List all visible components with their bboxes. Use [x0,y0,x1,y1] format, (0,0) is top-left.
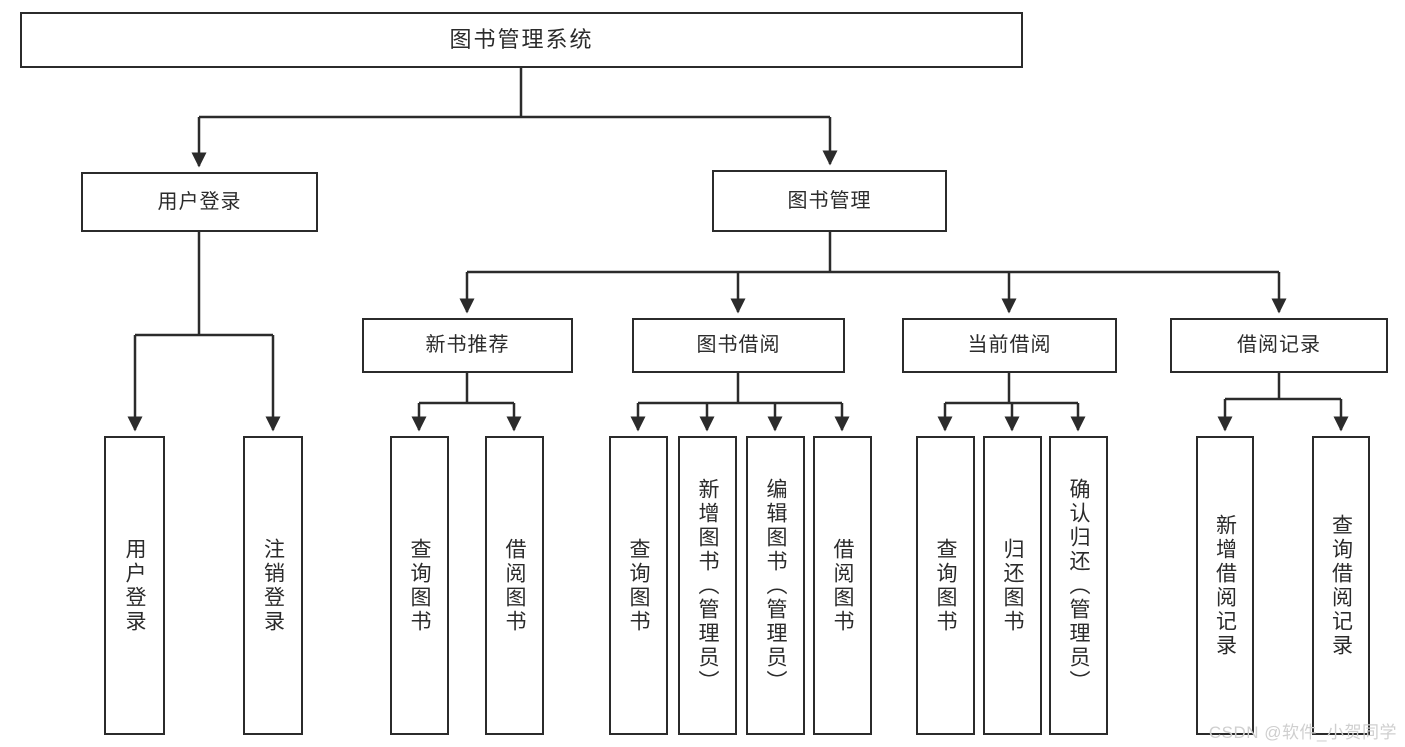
leaf-user-login[interactable]: 用户登录 [104,436,165,735]
node-label: 用户登录 [123,537,146,634]
node-current-borrow[interactable]: 当前借阅 [902,318,1117,373]
node-label: 编辑图书（管理员） [764,477,787,694]
leaf-borrow-book[interactable]: 借阅图书 [813,436,872,735]
node-label: 新增借阅记录 [1213,513,1237,658]
leaf-query-book-current[interactable]: 查询图书 [916,436,975,735]
node-label: 借阅记录 [1237,334,1321,357]
leaf-return-book[interactable]: 归还图书 [983,436,1042,735]
node-label: 新增图书（管理员） [696,477,719,694]
node-label: 借阅图书 [831,537,854,634]
leaf-confirm-return-admin[interactable]: 确认归还（管理员） [1049,436,1108,735]
node-book-borrow[interactable]: 图书借阅 [632,318,845,373]
node-label: 图书管理 [787,189,872,212]
leaf-edit-book-admin[interactable]: 编辑图书（管理员） [746,436,805,735]
node-label: 归还图书 [1001,537,1024,634]
node-label: 查询图书 [408,537,431,634]
node-label: 新书推荐 [425,334,510,357]
node-label: 用户登录 [157,190,242,213]
node-label: 图书借阅 [696,334,781,357]
node-book-manage[interactable]: 图书管理 [712,170,947,232]
node-user-login[interactable]: 用户登录 [81,172,318,232]
node-borrow-record[interactable]: 借阅记录 [1170,318,1388,373]
csdn-watermark: CSDN @软件_小贺同学 [1208,723,1397,742]
leaf-query-borrow-record[interactable]: 查询借阅记录 [1312,436,1370,735]
leaf-query-book-recommendation[interactable]: 查询图书 [390,436,449,735]
node-new-book-recommendation[interactable]: 新书推荐 [362,318,573,373]
leaf-add-borrow-record[interactable]: 新增借阅记录 [1196,436,1254,735]
leaf-borrow-book-recommendation[interactable]: 借阅图书 [485,436,544,735]
leaf-add-book-admin[interactable]: 新增图书（管理员） [678,436,737,735]
node-label: 查询图书 [627,537,650,634]
node-label: 借阅图书 [503,537,526,634]
node-label: 图书管理系统 [449,26,594,52]
leaf-query-book-borrow[interactable]: 查询图书 [609,436,668,735]
node-label: 确认归还（管理员） [1067,477,1090,694]
node-root-system[interactable]: 图书管理系统 [20,12,1023,68]
node-label: 查询借阅记录 [1329,513,1353,658]
leaf-logout[interactable]: 注销登录 [243,436,303,735]
node-label: 查询图书 [934,537,957,634]
node-label: 当前借阅 [967,334,1052,357]
node-label: 注销登录 [261,537,285,634]
